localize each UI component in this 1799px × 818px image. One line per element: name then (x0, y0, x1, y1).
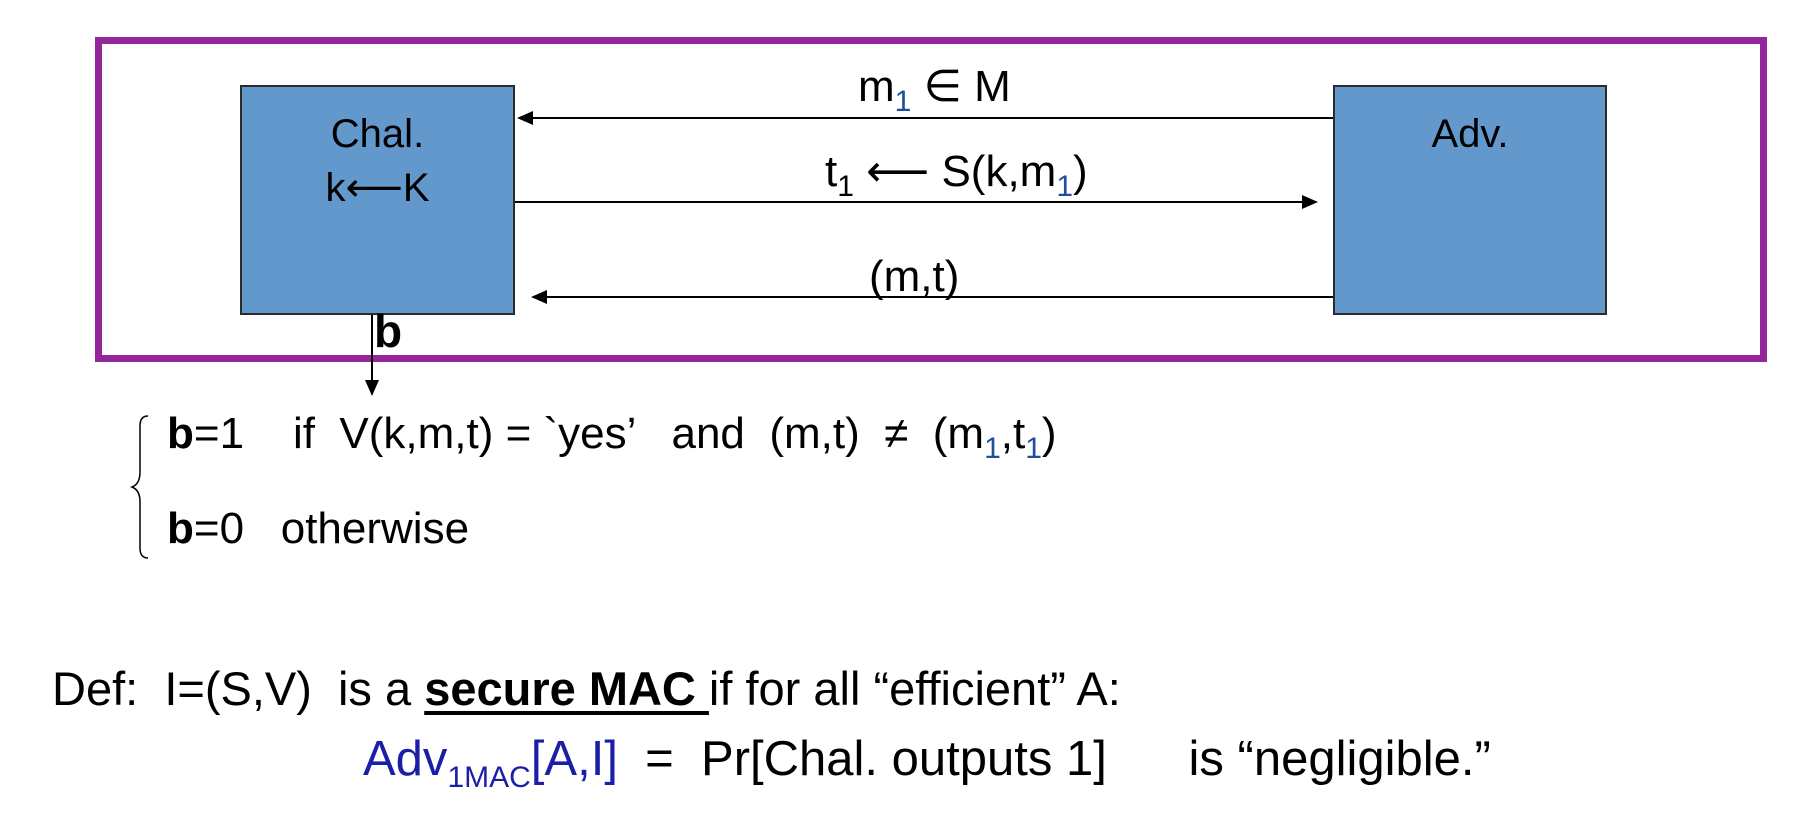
adversary-box: Adv. (1333, 85, 1607, 315)
arrow-query-head (517, 111, 533, 125)
adversary-label: Adv. (1431, 112, 1509, 156)
secure-mac-term: secure MAC (424, 662, 709, 715)
key-setup-label: k⟵K (325, 166, 430, 210)
left-brace-icon (130, 415, 149, 559)
challenger-label: Chal. (330, 112, 425, 156)
advantage-line: Adv1MAC[A,I] = Pr[Chal. outputs 1] is “n… (363, 732, 1491, 794)
challenger-box: Chal. k⟵K (240, 85, 515, 315)
message-tag: t1 ⟵ S(k,m1) (825, 147, 1088, 203)
arrow-tag-head (1302, 195, 1318, 209)
message-query: m1 ∈ M (858, 62, 1011, 118)
arrow-forgery-head (531, 290, 547, 304)
message-forgery: (m,t) (869, 252, 960, 301)
game-frame (95, 37, 1767, 362)
arrow-output-head (365, 380, 379, 396)
output-bit-label: b (374, 305, 403, 357)
case-otherwise: b=0 otherwise (167, 504, 470, 553)
case-success: b=1 if V(k,m,t) = `yes’ and (m,t) ≠ (m1,… (167, 409, 1057, 465)
definition-line: Def: I=(S,V) is a secure MAC if for all … (52, 662, 1121, 715)
